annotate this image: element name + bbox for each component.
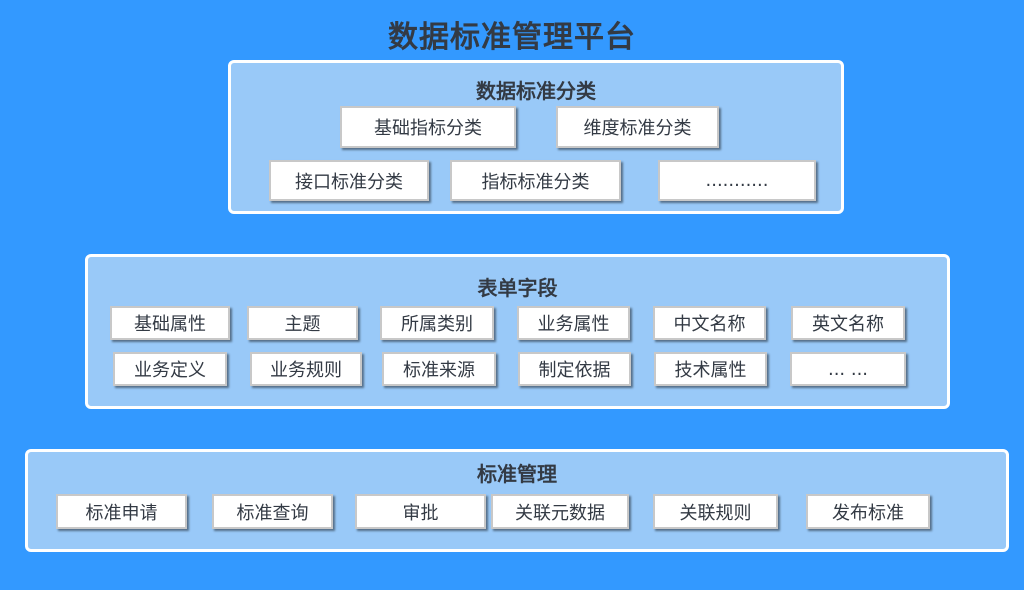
field-item: 技术属性	[654, 352, 767, 386]
standard-management-panel: 标准管理 标准申请 标准查询 审批 关联元数据 关联规则 发布标准	[25, 449, 1009, 552]
field-item-ellipsis: ... ...	[790, 352, 906, 386]
field-item: 英文名称	[791, 306, 905, 340]
category-panel: 数据标准分类 基础指标分类 维度标准分类 接口标准分类 指标标准分类 .....…	[228, 60, 844, 214]
category-item: 维度标准分类	[556, 106, 719, 148]
form-fields-panel: 表单字段 基础属性 主题 所属类别 业务属性 中文名称 英文名称 业务定义 业务…	[85, 254, 950, 409]
management-item: 发布标准	[806, 494, 930, 529]
field-item: 业务属性	[517, 306, 630, 340]
field-item: 所属类别	[380, 306, 494, 340]
management-item: 审批	[355, 494, 486, 529]
standard-management-panel-title: 标准管理	[477, 462, 557, 486]
field-item: 基础属性	[110, 306, 230, 340]
category-item: 指标标准分类	[450, 160, 621, 201]
form-fields-panel-title: 表单字段	[477, 276, 558, 300]
field-item: 制定依据	[518, 352, 631, 386]
field-item: 业务规则	[250, 352, 362, 386]
field-item: 标准来源	[382, 352, 496, 386]
category-panel-title: 数据标准分类	[476, 79, 596, 103]
category-item: 基础指标分类	[340, 106, 516, 148]
management-item: 关联规则	[653, 494, 778, 529]
management-item: 关联元数据	[491, 494, 629, 529]
category-item-ellipsis: ...........	[658, 160, 816, 201]
category-item: 接口标准分类	[269, 160, 429, 201]
page-title: 数据标准管理平台	[388, 20, 636, 55]
management-item: 标准申请	[56, 494, 187, 529]
management-item: 标准查询	[212, 494, 333, 529]
field-item: 主题	[247, 306, 358, 340]
field-item: 业务定义	[113, 352, 227, 386]
field-item: 中文名称	[653, 306, 766, 340]
